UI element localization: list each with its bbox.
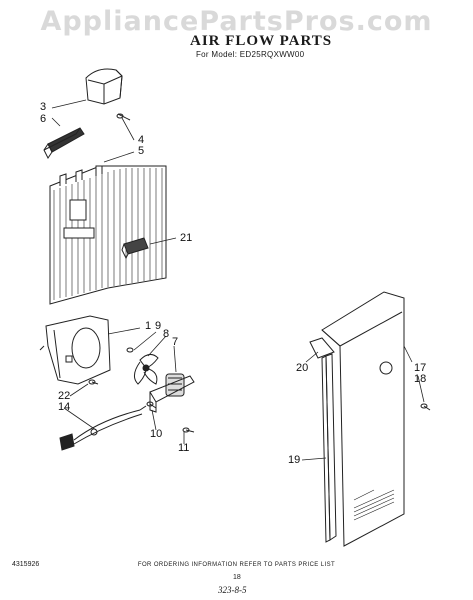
fan-shroud xyxy=(39,315,111,385)
callout-9: 9 xyxy=(155,320,162,332)
callout-20: 20 xyxy=(296,362,309,374)
damper-control xyxy=(121,237,149,260)
gasket-strip xyxy=(43,127,85,159)
callout-11: 11 xyxy=(178,442,190,454)
channel-trim xyxy=(321,353,337,543)
callout-1: 1 xyxy=(145,320,152,332)
ordering-note: FOR ORDERING INFORMATION REFER TO PARTS … xyxy=(137,562,336,568)
page-number: 18 xyxy=(233,574,241,581)
fan-motor xyxy=(149,373,195,413)
callout-4: 4 xyxy=(138,134,145,146)
rear-air-panel xyxy=(321,291,405,547)
callout-14: 14 xyxy=(58,401,71,413)
callout-19: 19 xyxy=(288,454,301,466)
panel-seal xyxy=(309,337,335,359)
watermark-text: AppliancePartsPros.com xyxy=(40,6,433,37)
callout-3: 3 xyxy=(40,101,47,113)
model-label: For Model: ED25RQXWW00 xyxy=(196,50,305,59)
wire-harness xyxy=(59,405,147,451)
callout-6: 6 xyxy=(40,113,47,125)
air-duct-cap xyxy=(85,68,123,105)
screw-4 xyxy=(116,113,131,121)
callout-18: 18 xyxy=(414,373,427,385)
callout-21: 21 xyxy=(180,232,193,244)
part-number: 4315926 xyxy=(12,561,40,568)
air-duct-panel xyxy=(49,165,167,305)
screw-22 xyxy=(88,379,99,385)
callout-7: 7 xyxy=(172,336,179,348)
callout-10: 10 xyxy=(150,428,163,440)
panel-screw xyxy=(420,403,431,411)
leader-lines xyxy=(51,99,425,461)
handwritten-note: 323-8-5 xyxy=(218,585,247,595)
page-title: AIR FLOW PARTS xyxy=(190,33,333,49)
motor-screws xyxy=(146,401,195,433)
callout-5: 5 xyxy=(138,145,145,157)
callout-17: 17 xyxy=(414,362,427,374)
callout-8: 8 xyxy=(163,328,170,340)
fan-blade xyxy=(126,347,159,385)
callout-22: 22 xyxy=(58,390,71,402)
